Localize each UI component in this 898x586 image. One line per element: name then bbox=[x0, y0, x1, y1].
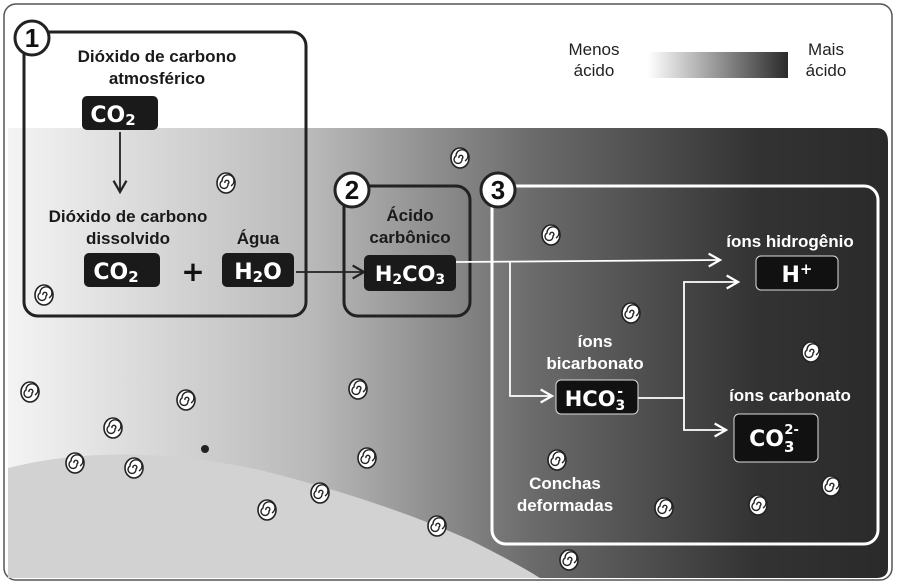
arrow-to-bicarbonate bbox=[509, 262, 555, 404]
deformed-shells-label-line1: Conchas bbox=[529, 474, 601, 493]
atmospheric-co2-formula-box bbox=[82, 96, 158, 130]
atmospheric-co2-title-line2: atmosférico bbox=[109, 69, 205, 88]
water-formula-box bbox=[222, 253, 294, 287]
shell-icon bbox=[20, 381, 40, 403]
step-2-number: 2 bbox=[345, 175, 359, 205]
carbonate-ions-label: íons carbonato bbox=[729, 386, 851, 405]
water-formula: H2O bbox=[234, 260, 282, 286]
step-1-badge bbox=[13, 19, 51, 57]
dissolved-co2-label-line2: dissolvido bbox=[86, 229, 170, 248]
arrow-to-hydrogen-ions bbox=[455, 252, 723, 268]
shell-icon bbox=[821, 475, 841, 497]
shell-icon bbox=[801, 341, 821, 363]
acidity-legend: Menos ácido Mais ácido bbox=[568, 40, 846, 80]
shell-icon bbox=[216, 172, 236, 194]
shell-icon bbox=[65, 452, 85, 474]
shell-icon bbox=[34, 284, 54, 306]
carbonic-acid-label-line1: Ácido bbox=[386, 206, 433, 225]
box-3-ions: 3 íons hidrogênio H+ íons bicarbonato HC… bbox=[479, 171, 880, 546]
dissolved-co2-formula: CO2 bbox=[93, 260, 138, 286]
carbonic-acid-formula: H2CO3 bbox=[375, 262, 445, 288]
shell-icon bbox=[124, 457, 144, 479]
atmospheric-co2-title-line1: Dióxido de carbono bbox=[78, 47, 237, 66]
bicarbonate-formula: HCO3- bbox=[565, 384, 626, 414]
shell-icon bbox=[348, 378, 368, 400]
bicarbonate-formula-box bbox=[555, 379, 639, 415]
shell-icon bbox=[748, 494, 768, 516]
legend-more-acidic-line1: Mais bbox=[808, 40, 844, 59]
dissolved-co2-label-line1: Dióxido de carbono bbox=[49, 207, 208, 226]
shell-icon bbox=[310, 482, 330, 504]
shell-icon bbox=[547, 449, 567, 471]
legend-less-acidic-line2: ácido bbox=[574, 61, 615, 80]
atmospheric-co2-formula: CO2 bbox=[90, 103, 135, 129]
bicarbonate-label-line1: íons bbox=[578, 332, 613, 351]
shell-icon bbox=[427, 515, 447, 537]
carbonic-acid-formula-box bbox=[364, 255, 456, 291]
shell-icon bbox=[103, 417, 123, 439]
carbonate-formula-box bbox=[733, 413, 819, 463]
shell-icon bbox=[450, 147, 470, 169]
water-label: Água bbox=[237, 229, 280, 248]
bicarbonate-label-line2: bicarbonato bbox=[546, 354, 643, 373]
step-3-number: 3 bbox=[491, 175, 505, 205]
box-1-carbon-dioxide: 1 Dióxido de carbono atmosférico CO2 Dió… bbox=[13, 19, 308, 318]
small-particle bbox=[201, 445, 209, 453]
hydrogen-ion-formula-box bbox=[755, 255, 839, 291]
plus-sign: + bbox=[181, 255, 204, 288]
shell-icon bbox=[176, 389, 196, 411]
carbonate-formula: CO32- bbox=[749, 423, 799, 456]
deformed-shells-label-line2: deformadas bbox=[517, 496, 613, 515]
plankton-shells bbox=[20, 147, 841, 571]
shell-icon bbox=[257, 499, 277, 521]
shell-icon bbox=[559, 549, 579, 571]
legend-less-acidic-line1: Menos bbox=[568, 40, 619, 59]
shell-icon bbox=[654, 497, 674, 519]
legend-gradient-bar bbox=[648, 52, 788, 78]
box-2-carbonic-acid: 2 Ácido carbônico H2CO3 bbox=[333, 171, 472, 318]
arrow-bicarbonate-to-hydrogen bbox=[634, 274, 741, 399]
step-3-badge bbox=[479, 171, 517, 209]
hydrogen-ions-label: íons hidrogênio bbox=[726, 232, 854, 251]
step-2-badge bbox=[333, 171, 371, 209]
step-1-number: 1 bbox=[25, 23, 39, 53]
dissolved-co2-formula-box bbox=[84, 253, 160, 287]
arrow-bicarbonate-to-carbonate bbox=[683, 398, 729, 438]
shell-icon bbox=[541, 224, 561, 246]
hydrogen-ion-formula: H+ bbox=[782, 260, 813, 288]
shell-icon bbox=[621, 302, 641, 324]
shell-icon bbox=[357, 447, 377, 469]
legend-more-acidic-line2: ácido bbox=[806, 61, 847, 80]
carbonic-acid-label-line2: carbônico bbox=[369, 228, 450, 247]
